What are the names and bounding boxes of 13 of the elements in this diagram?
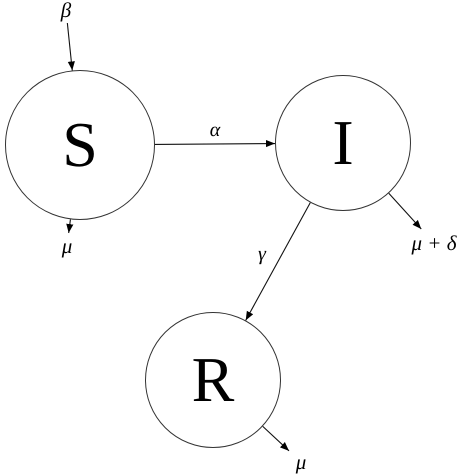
compartment-letter: R xyxy=(192,348,234,412)
arrow xyxy=(66,22,75,70)
rate-label: μ + δ xyxy=(408,232,460,254)
rate-label: β xyxy=(56,0,76,20)
rate-label: μ xyxy=(58,236,76,256)
rate-label: μ xyxy=(292,452,310,472)
compartment-letter: S xyxy=(62,113,98,177)
arrow xyxy=(388,192,422,230)
arrow xyxy=(155,140,275,148)
arrow xyxy=(262,426,290,452)
compartment-letter: I xyxy=(332,111,354,175)
arrow xyxy=(66,219,74,234)
arrow xyxy=(245,202,311,321)
